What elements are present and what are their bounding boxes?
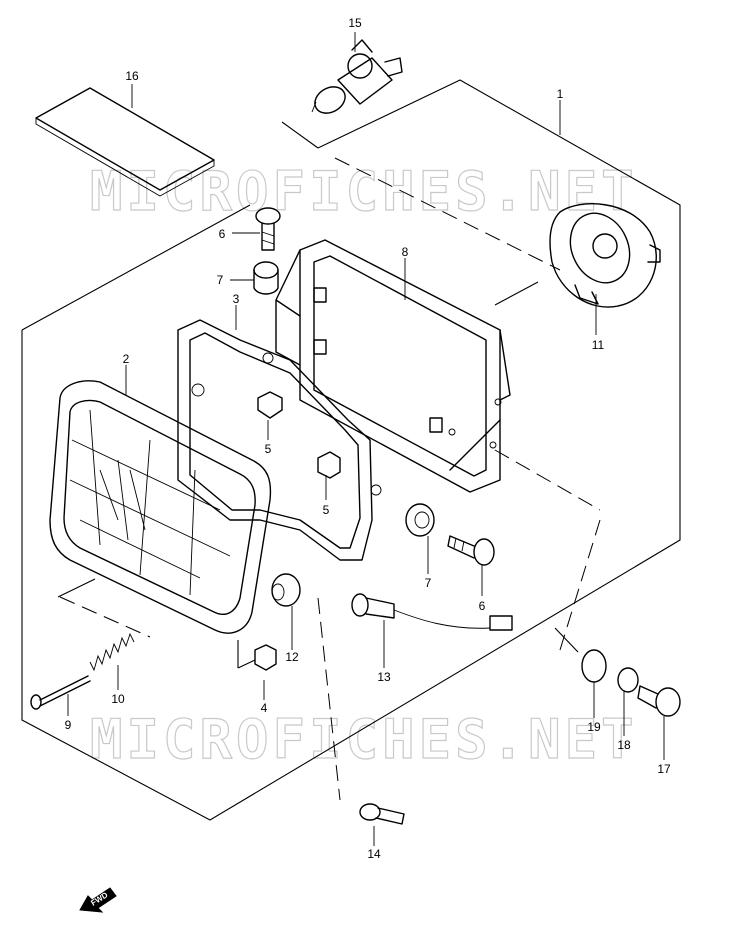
cushion-part-19 — [581, 649, 607, 683]
callout-14: 14 — [367, 847, 381, 861]
adjusting-screw-part — [30, 675, 91, 710]
callout-4: 4 — [261, 701, 268, 715]
callout-13: 13 — [377, 670, 391, 684]
callout-2: 2 — [123, 352, 130, 366]
watermark-top: MICROFICHES.NET — [90, 160, 638, 223]
headlight-lens-part — [49, 380, 272, 634]
callout-5-lower: 5 — [323, 503, 330, 517]
grommet-part-upper — [253, 261, 279, 295]
nut-part-upper — [257, 391, 283, 419]
callout-7-upper: 7 — [217, 273, 224, 287]
small-bulb-part — [359, 803, 405, 825]
screw-part-lower — [447, 535, 495, 566]
rim-bracket-part — [177, 319, 382, 561]
callout-17: 17 — [657, 762, 671, 776]
bulb-socket-part — [549, 203, 661, 308]
callout-12: 12 — [285, 650, 299, 664]
leader-lines — [67, 32, 665, 846]
collar-part-18 — [617, 667, 639, 693]
screw-part-upper — [255, 207, 281, 251]
nut-part-4 — [254, 644, 277, 671]
grommet-part-12 — [271, 573, 301, 607]
callout-10: 10 — [111, 692, 125, 706]
callout-9: 9 — [65, 718, 72, 732]
nut-part-lower — [317, 451, 341, 479]
callout-1: 1 — [557, 87, 564, 101]
headlight-bulb-part — [311, 39, 403, 114]
callout-19: 19 — [587, 720, 601, 734]
callout-18: 18 — [617, 738, 631, 752]
grommet-part-lower — [405, 503, 435, 537]
callout-16: 16 — [125, 69, 139, 83]
bolt-part-17 — [637, 685, 681, 717]
reflector-sheet-part — [35, 87, 215, 197]
callout-3: 3 — [233, 292, 240, 306]
assembly-frame — [21, 79, 681, 821]
callout-8: 8 — [402, 245, 409, 259]
spring-part — [89, 632, 135, 672]
callout-6-upper: 6 — [219, 227, 226, 241]
housing-bracket-part — [275, 239, 511, 493]
callout-15: 15 — [348, 16, 362, 30]
watermark-bottom: MICROFICHES.NET — [90, 708, 638, 771]
callout-5-upper: 5 — [265, 442, 272, 456]
position-light-socket-part — [351, 593, 513, 631]
callout-6-lower: 6 — [479, 599, 486, 613]
callout-11: 11 — [592, 338, 605, 352]
fwd-arrow-icon: FWD — [79, 887, 117, 913]
callout-7-lower: 7 — [425, 576, 432, 590]
